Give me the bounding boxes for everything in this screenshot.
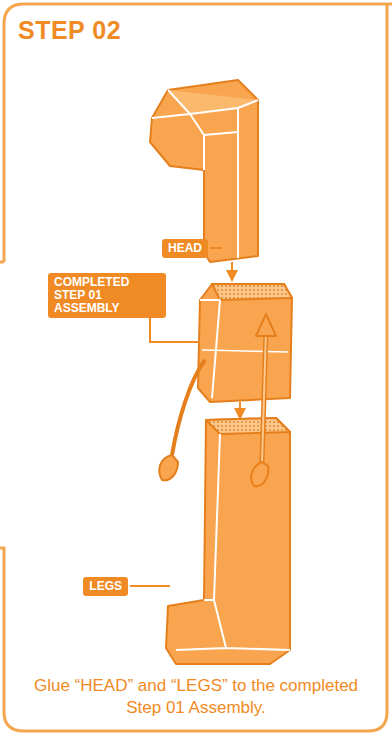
legs-part xyxy=(166,418,290,664)
panel-frame xyxy=(0,4,392,731)
part-label: LEGS xyxy=(83,577,128,596)
part-label: HEAD xyxy=(162,239,208,258)
head-part xyxy=(150,80,258,262)
caption: Glue “HEAD” and “LEGS” to the completed … xyxy=(30,675,362,719)
arm-arrow xyxy=(251,314,276,486)
part-name: HEAD xyxy=(168,242,202,255)
assembly-arrow xyxy=(232,262,240,414)
step-title: STEP 02 xyxy=(18,16,121,45)
part-label: COMPLETED STEP 01 ASSEMBLY xyxy=(48,273,166,318)
part-name: LEGS xyxy=(89,580,122,593)
part-name: COMPLETED STEP 01 ASSEMBLY xyxy=(54,276,160,315)
